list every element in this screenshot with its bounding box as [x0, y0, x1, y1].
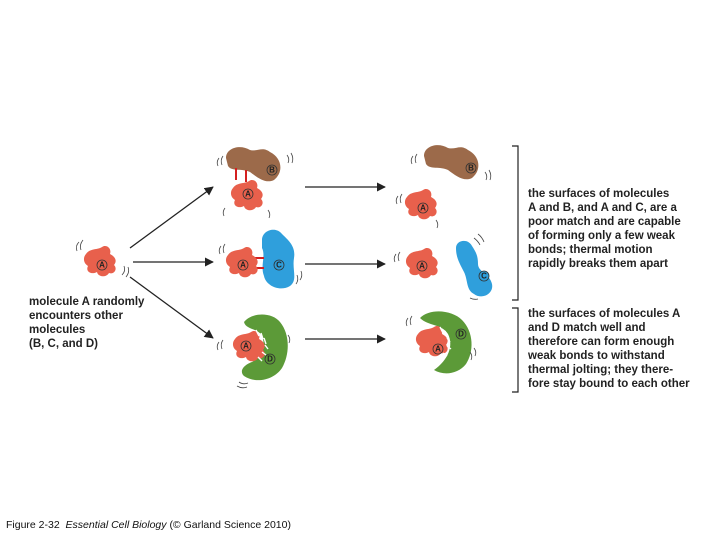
svg-text:C: C: [481, 272, 487, 281]
svg-text:A: A: [240, 261, 246, 270]
label-line: rapidly breaks them apart: [528, 258, 668, 270]
label-line: weak bonds to withstand: [528, 350, 665, 362]
label-line: (B, C, and D): [29, 338, 98, 350]
thermal-motion-lines: [393, 233, 485, 300]
svg-text:A: A: [245, 190, 251, 199]
molecule-a-separated-from-c: A: [405, 247, 438, 279]
label-line: molecules: [29, 324, 86, 336]
molecule-a-with-d: A: [232, 330, 265, 362]
label-random-encounter: molecule A randomly encounters other mol…: [29, 295, 144, 351]
molecule-c-encounter: C: [262, 229, 295, 289]
label-line: of forming only a few weak: [528, 230, 675, 242]
caption-book-title: Essential Cell Biology: [65, 519, 167, 531]
molecule-a-separated-from-b: A: [404, 188, 437, 220]
molecule-b-separated: B: [424, 145, 479, 180]
label-line: poor match and are capable: [528, 216, 681, 228]
molecule-c-separated: C: [456, 240, 493, 297]
svg-text:A: A: [243, 342, 249, 351]
label-line: molecule A randomly: [29, 296, 145, 308]
molecule-a-with-c: A: [225, 246, 258, 278]
arrow-to-ab: [129, 186, 214, 249]
svg-text:C: C: [276, 261, 282, 270]
svg-text:A: A: [419, 262, 425, 271]
figure-caption: Figure 2-32 Essential Cell Biology (© Ga…: [6, 519, 291, 531]
svg-text:D: D: [458, 330, 464, 339]
label-line: the surfaces of molecules: [528, 188, 670, 200]
label-line: thermal jolting; they there-: [528, 364, 674, 376]
thermal-motion-lines: [216, 152, 294, 219]
thermal-motion-lines: [216, 334, 291, 389]
bracket-good-match: [512, 307, 519, 393]
label-line: A and B, and A and C, are a: [528, 202, 677, 214]
strong-bonds-ad-bound: [437, 326, 452, 363]
label-line: fore stay bound to each other: [528, 378, 690, 390]
thermal-motion-lines: [75, 239, 130, 278]
svg-text:A: A: [420, 204, 426, 213]
caption-figure-number: Figure 2-32: [6, 519, 60, 531]
thermal-motion-lines: [405, 315, 477, 361]
svg-text:A: A: [435, 345, 441, 354]
molecule-d-bound: D: [420, 311, 472, 374]
bracket-poor-match: [512, 145, 519, 301]
thermal-motion-lines: [395, 153, 492, 229]
weak-bonds-ab: [235, 168, 247, 182]
svg-text:B: B: [468, 164, 474, 173]
caption-credit: (© Garland Science 2010): [169, 519, 291, 531]
molecule-a-with-b: A: [230, 179, 263, 211]
label-line: encounters other: [29, 310, 123, 322]
thermal-motion-lines: [218, 243, 303, 285]
molecule-b-encounter: B: [226, 147, 281, 182]
molecule-a-bound-to-d: A: [415, 325, 448, 357]
label-line: and D match well and: [528, 322, 646, 334]
label-line: the surfaces of molecules A: [528, 308, 681, 320]
molecule-d-encounter: D: [241, 314, 288, 381]
label-line: bonds; thermal motion: [528, 244, 653, 256]
molecule-a-initial: A: [83, 245, 116, 277]
label-line: therefore can form enough: [528, 336, 675, 348]
label-poor-match: the surfaces of molecules A and B, and A…: [528, 187, 681, 271]
svg-text:A: A: [99, 261, 105, 270]
svg-text:B: B: [269, 166, 275, 175]
strong-bonds-ad: [255, 329, 269, 362]
arrow-to-ad: [129, 276, 214, 339]
label-good-match: the surfaces of molecules A and D match …: [528, 307, 690, 391]
svg-text:D: D: [267, 355, 273, 364]
